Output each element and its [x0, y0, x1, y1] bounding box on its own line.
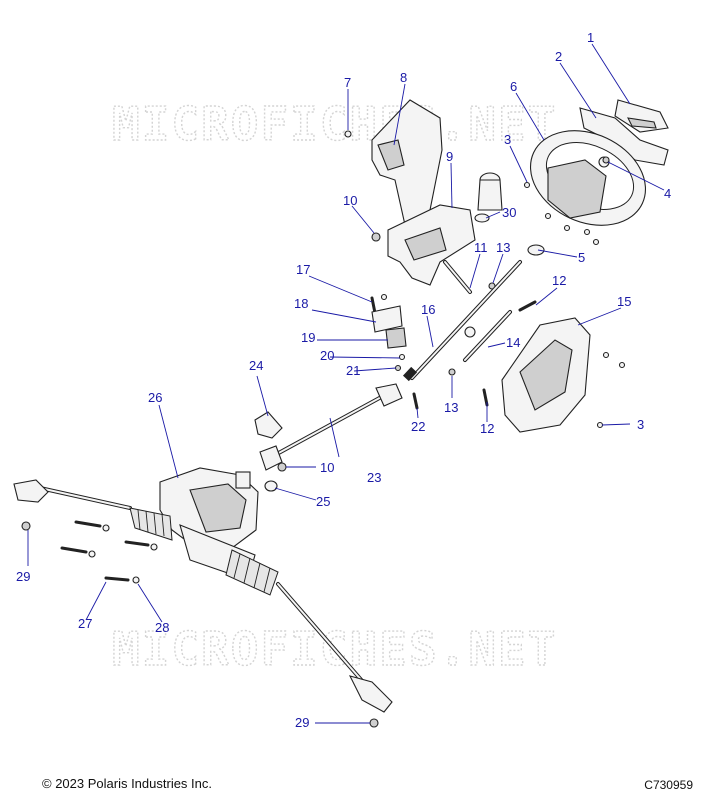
callout-3-bottom: 3: [637, 417, 644, 432]
part-14-strut: [463, 310, 512, 362]
callout-9: 9: [446, 149, 453, 164]
callout-19: 19: [301, 330, 315, 345]
callout-23: 23: [367, 470, 381, 485]
part-23-lower-shaft: [259, 383, 403, 471]
part-15-lower-cover: [501, 317, 591, 433]
callout-2: 2: [555, 49, 562, 64]
drawing-code: C730959: [644, 778, 693, 792]
callout-26: 26: [148, 390, 162, 405]
callout-1: 1: [587, 30, 594, 45]
callout-13-upper: 13: [496, 240, 510, 255]
callout-6: 6: [510, 79, 517, 94]
part-20-washer: [398, 353, 406, 361]
callout-12-upper: 12: [552, 273, 566, 288]
callout-22: 22: [411, 419, 425, 434]
callout-27: 27: [78, 616, 92, 631]
callout-24: 24: [249, 358, 263, 373]
part-4-nut: [602, 156, 610, 164]
callout-20: 20: [320, 348, 334, 363]
callout-5: 5: [578, 250, 585, 265]
callout-29-bottom: 29: [295, 715, 309, 730]
part-6-steering-wheel: [529, 130, 647, 226]
part-9-column-bracket: [387, 172, 503, 286]
part-13-nut-lower: [448, 368, 456, 376]
part-2-bracket: [579, 107, 669, 166]
part-26-steering-rack: [13, 467, 393, 713]
callout-8: 8: [400, 70, 407, 85]
callout-16: 16: [421, 302, 435, 317]
part-29-nuts: [21, 521, 379, 728]
callout-21: 21: [346, 363, 360, 378]
part-25-seal: [264, 480, 278, 492]
callout-17: 17: [296, 262, 310, 277]
part-21-nut: [394, 364, 402, 372]
part-24-clamp: [254, 411, 283, 439]
callout-15: 15: [617, 294, 631, 309]
part-30-bushing: [474, 213, 490, 223]
callout-11: 11: [474, 240, 488, 255]
part-12-bolts: [482, 300, 537, 407]
callout-12-lower: 12: [480, 421, 494, 436]
part-28-washers: [88, 524, 158, 584]
part-7-screw: [344, 130, 352, 138]
leader-lines: [27, 43, 665, 724]
part-16-shaft: [402, 260, 522, 382]
callout-4: 4: [664, 186, 671, 201]
callout-28: 28: [155, 620, 169, 635]
part-19-bushing-block: [385, 327, 407, 349]
part-1-trim-cover: [614, 99, 669, 133]
callout-7: 7: [344, 75, 351, 90]
copyright-notice: © 2023 Polaris Industries Inc.: [42, 776, 212, 791]
part-10-nut-lower: [277, 462, 287, 472]
callout-25: 25: [316, 494, 330, 509]
part-18-plate: [371, 305, 403, 333]
part-11-bolt: [443, 260, 472, 294]
callout-29-left: 29: [16, 569, 30, 584]
watermark-top: MICROFICHES.NET: [112, 97, 557, 151]
callout-30: 30: [502, 205, 516, 220]
part-5-bushing: [527, 244, 545, 256]
callout-13-lower: 13: [444, 400, 458, 415]
callout-10-lower: 10: [320, 460, 334, 475]
part-22-bolt: [412, 392, 419, 410]
part-3-screws: [523, 181, 626, 429]
callout-14: 14: [506, 335, 520, 350]
part-10-nut-upper: [371, 232, 381, 242]
callout-labels: 1 2 3 4 5 6 7 8 9 10 11 13 12 15 16 14 1…: [16, 30, 671, 730]
callout-3-top: 3: [504, 132, 511, 147]
callout-18: 18: [294, 296, 308, 311]
part-27-bolts: [60, 520, 150, 582]
callout-10-upper: 10: [343, 193, 357, 208]
